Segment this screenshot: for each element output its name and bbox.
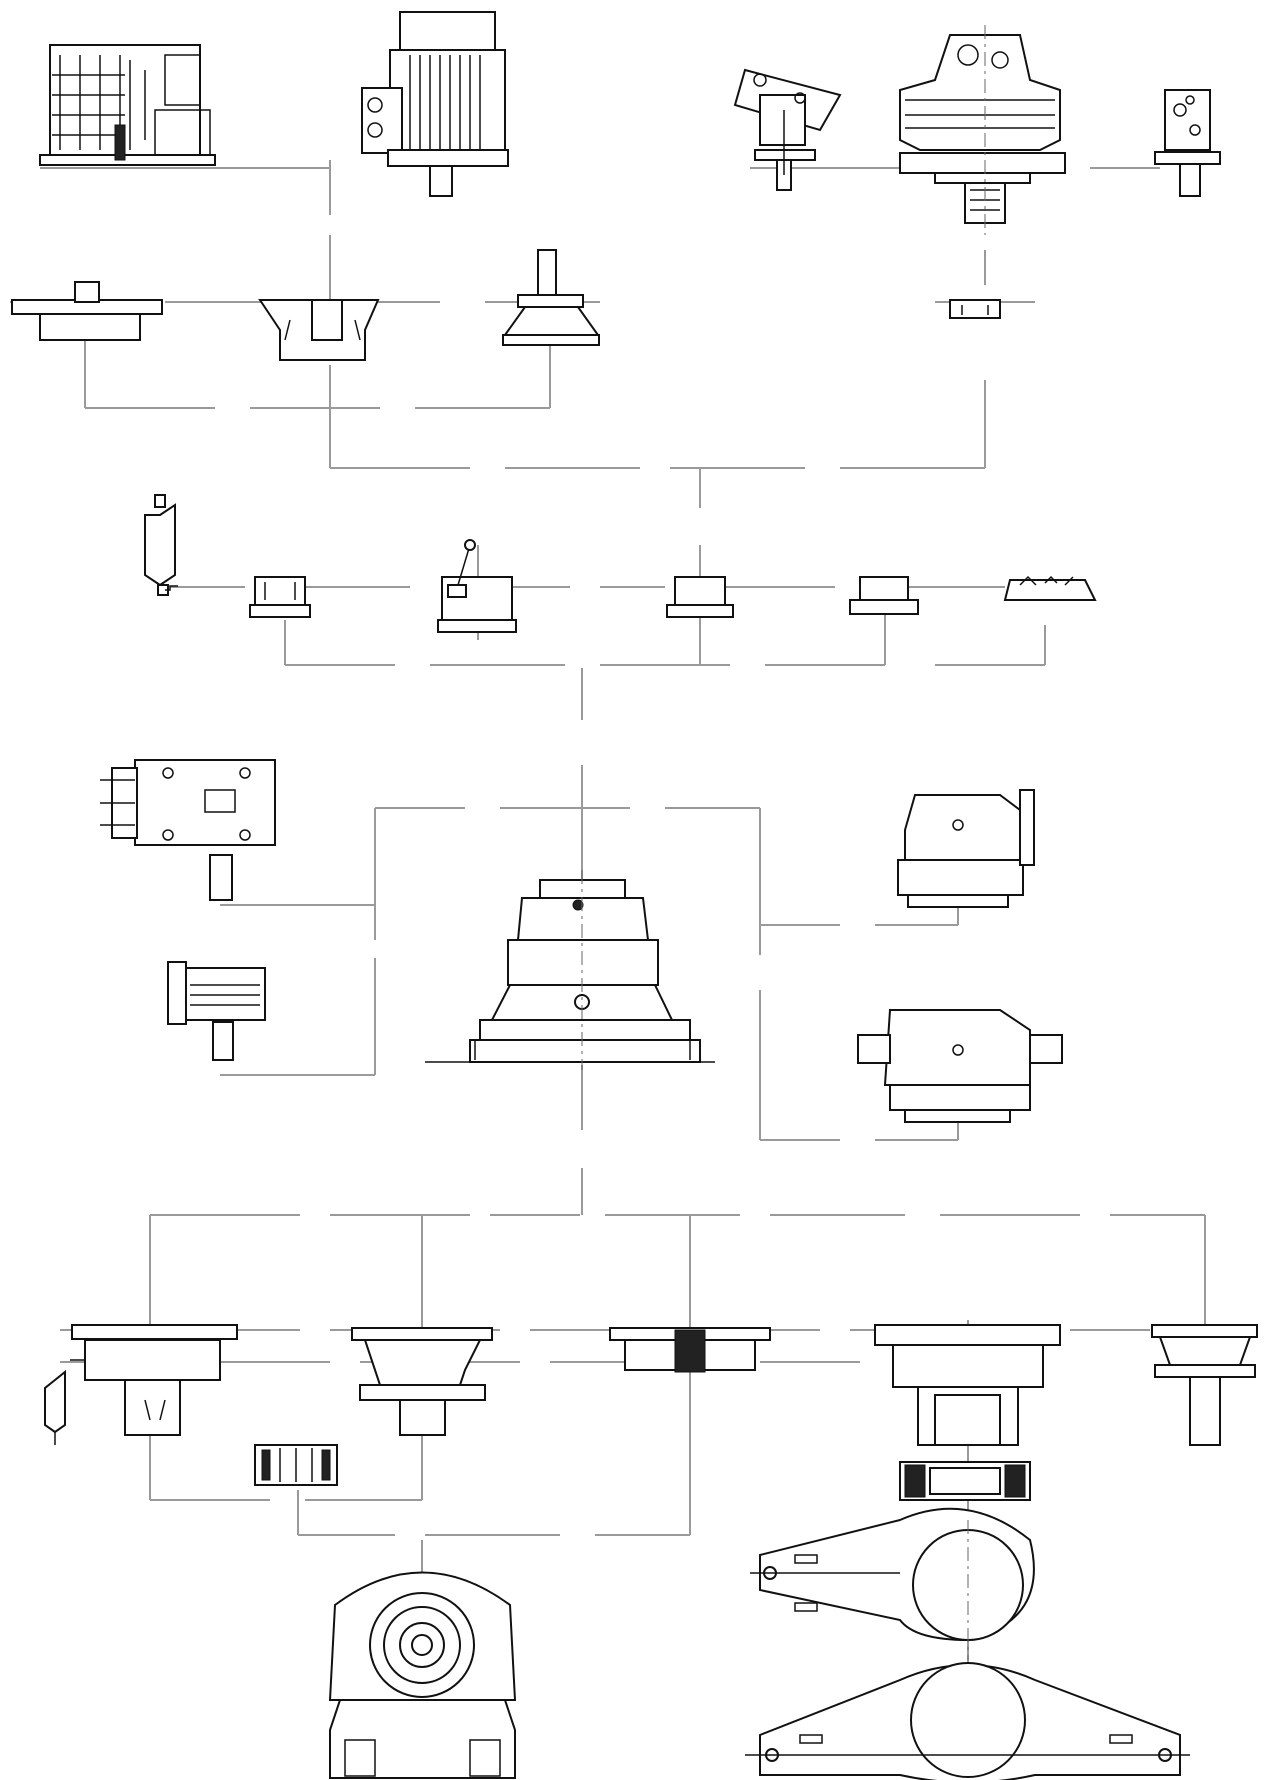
output-solid-shaft: [1151, 1324, 1258, 1446]
center-lines: [581, 25, 986, 1660]
output-shaft-housing: [351, 1327, 493, 1436]
brake-module-spring: [1003, 575, 1097, 601]
accumulator: [144, 494, 178, 596]
double-shaft-gear-unit: [857, 1009, 1063, 1123]
torque-arm-double: [745, 1662, 1190, 1780]
electric-motor-with-fan-grille: [39, 44, 216, 166]
planetary-gearbox-main: [425, 879, 715, 1063]
hydraulic-piston-motor: [899, 34, 1066, 224]
output-hollow-shaft: [874, 1324, 1061, 1446]
output-splined-hub: [609, 1327, 771, 1373]
motor-adapter-bell-housing: [258, 299, 380, 361]
motor-adapter-with-shaft: [502, 249, 600, 346]
right-angle-gear-unit-top: [100, 759, 276, 901]
brake-module-compact: [849, 576, 919, 615]
angled-hydraulic-motor: [733, 68, 842, 191]
output-flange-with-accumulator: [44, 1324, 238, 1445]
shrink-disc: [899, 1461, 1031, 1501]
brake-module-hydraulic: [249, 576, 311, 618]
hydraulic-adapter-plate: [949, 299, 1001, 319]
bevel-gear-unit-right: [897, 789, 1035, 908]
brake-module-standard: [666, 576, 734, 618]
brake-module-manual-release: [437, 539, 517, 633]
foot-mounted-housing: [328, 1571, 517, 1779]
compact-hydraulic-motor: [1154, 89, 1221, 197]
splined-coupling: [254, 1444, 338, 1486]
right-angle-gear-unit-small: [167, 961, 266, 1061]
motor-adapter-flange-flat: [11, 281, 163, 341]
torque-arm-single: [750, 1507, 1035, 1642]
electric-motor: [361, 11, 509, 197]
